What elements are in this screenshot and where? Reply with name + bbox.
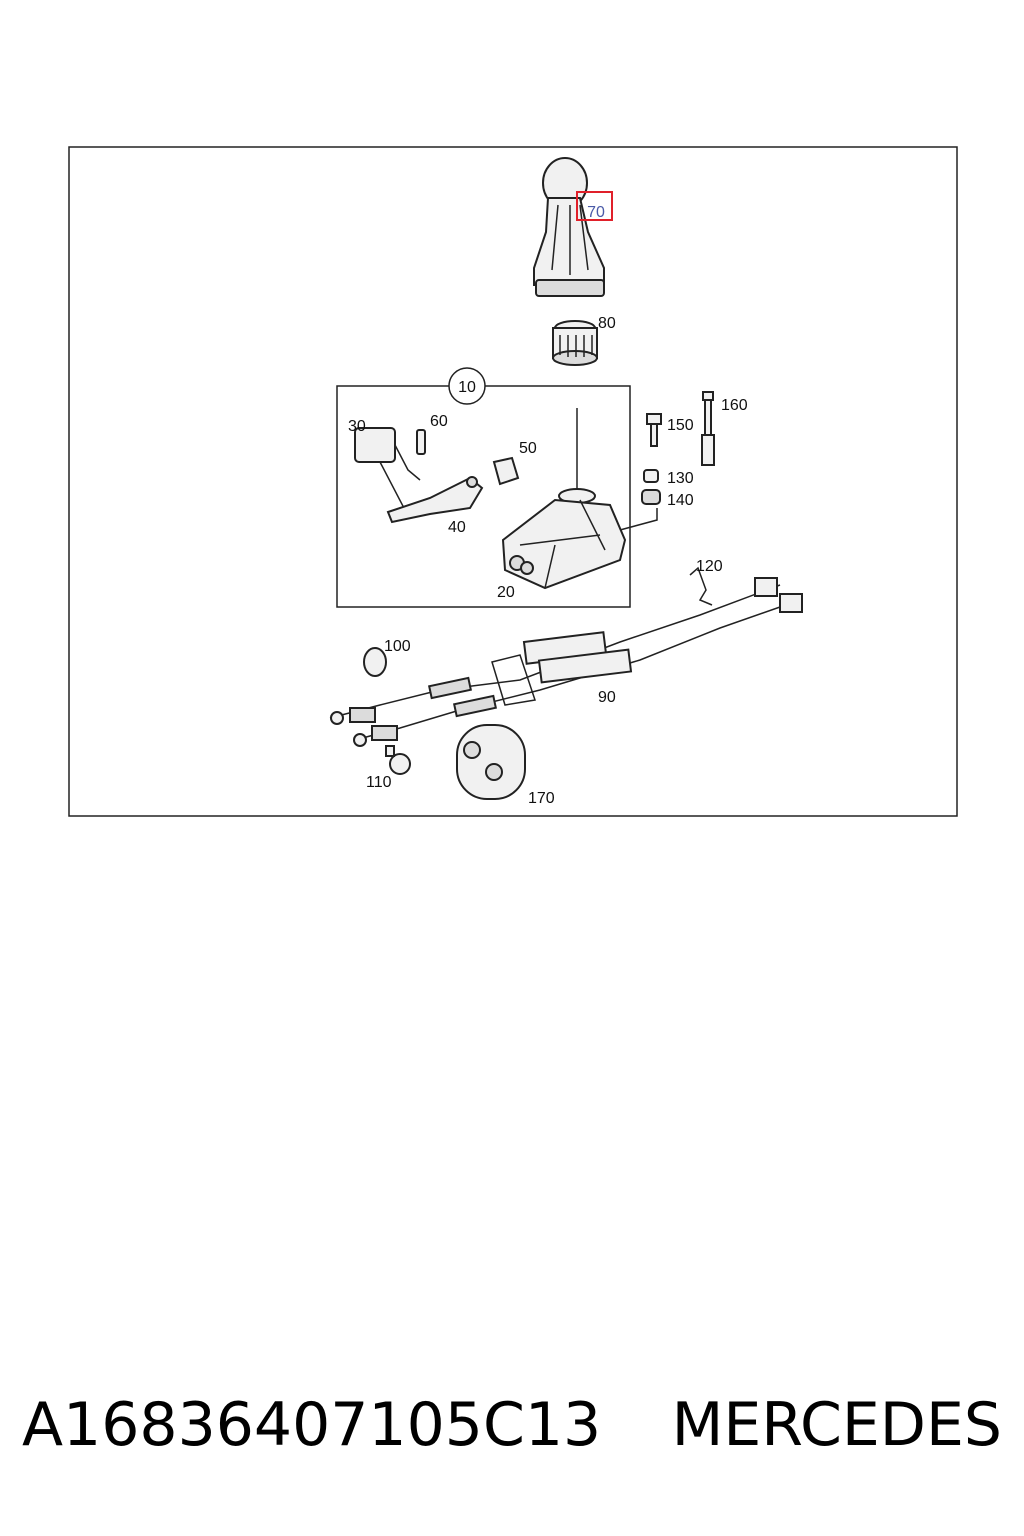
callout-20: 20: [497, 584, 515, 601]
callout-30: 30: [348, 418, 366, 435]
callout-120: 120: [696, 558, 723, 575]
parts-diagram: 10 70 80 30 60 50 40 20 150 160 130 140 …: [68, 146, 958, 817]
bracket-part: [354, 427, 421, 511]
grommet-part: [456, 724, 526, 800]
part-number: A16836407105C13: [22, 1390, 602, 1460]
cable-clip: [689, 566, 713, 606]
shift-knob-boot: [533, 157, 605, 297]
shift-cables: [329, 577, 803, 747]
callout-90: 90: [598, 689, 616, 706]
ring-part: [363, 647, 387, 677]
shifter-housing: [501, 408, 627, 590]
collar-part: [552, 320, 598, 366]
callout-80: 80: [598, 315, 616, 332]
long-bolt-part: [701, 391, 715, 466]
callout-10: 10: [458, 379, 476, 396]
callout-10-circle: [448, 367, 486, 405]
brand-name: MERCEDES: [671, 1390, 1002, 1460]
diagram-frame: [68, 146, 958, 817]
lever-arm: [386, 476, 484, 524]
bolt-part: [646, 413, 662, 447]
callout-170: 170: [528, 790, 555, 807]
bushing-parts: [619, 469, 661, 531]
footer-caption: A16836407105C13 MERCEDES: [0, 1380, 1024, 1470]
callout-150: 150: [667, 417, 694, 434]
callout-40: 40: [448, 519, 466, 536]
highlight-box-70: [576, 191, 613, 221]
callout-140: 140: [667, 492, 694, 509]
pin-part: [416, 429, 426, 455]
callout-160: 160: [721, 397, 748, 414]
push-pin-part: [385, 745, 411, 775]
callout-100: 100: [384, 638, 411, 655]
callout-110: 110: [366, 774, 392, 791]
callout-70: 70: [587, 204, 605, 221]
clip-part: [492, 456, 520, 486]
callout-50: 50: [519, 440, 537, 457]
callout-60: 60: [430, 413, 448, 430]
callout-130: 130: [667, 470, 694, 487]
